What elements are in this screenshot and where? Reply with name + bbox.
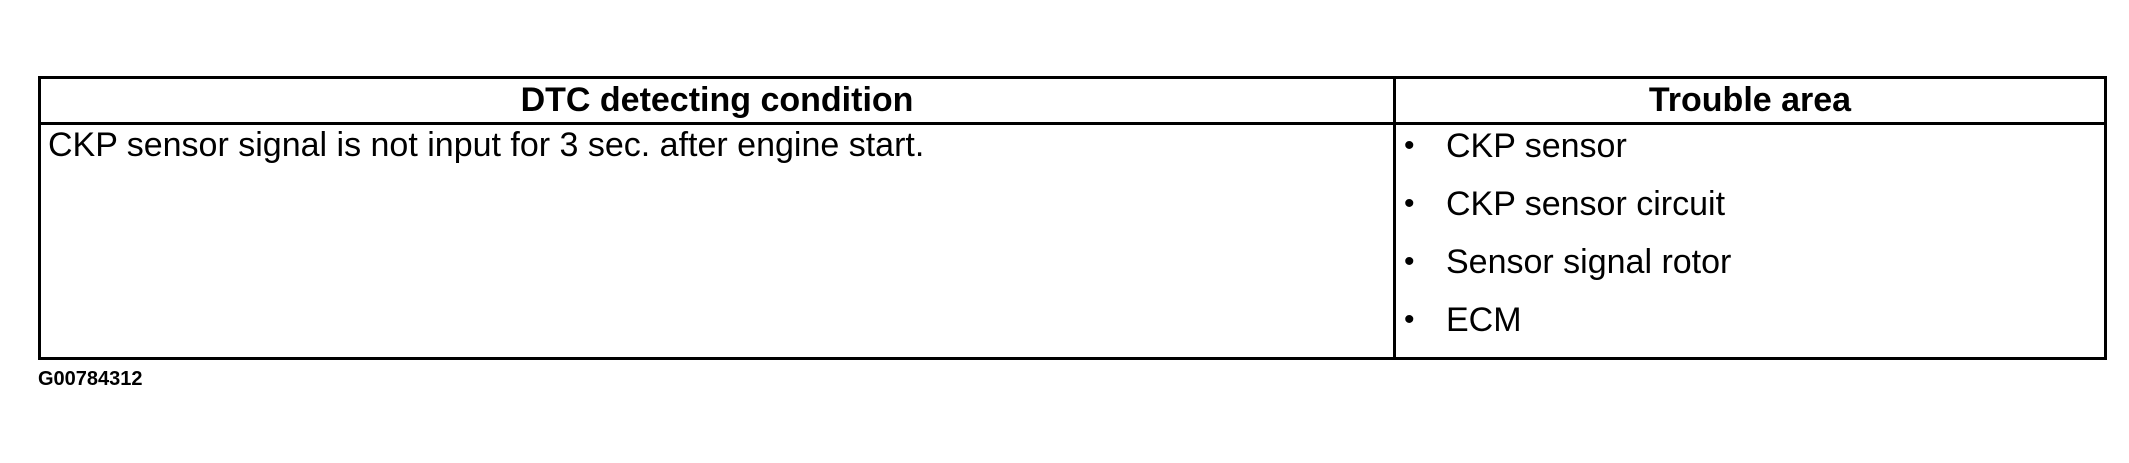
bullet-icon: • <box>1404 303 1415 336</box>
trouble-area-item: • CKP sensor <box>1396 125 2104 183</box>
trouble-area-list: • CKP sensor • CKP sensor circuit • Sens… <box>1396 125 2104 357</box>
table-row: CKP sensor signal is not input for 3 sec… <box>38 122 2107 360</box>
trouble-area-label: CKP sensor circuit <box>1446 185 1726 223</box>
trouble-area-item: • Sensor signal rotor <box>1396 241 2104 299</box>
figure-id: G00784312 <box>38 368 143 390</box>
bullet-icon: • <box>1404 187 1415 220</box>
bullet-icon: • <box>1404 129 1415 162</box>
header-dtc-detecting-condition: DTC detecting condition <box>38 76 1396 125</box>
condition-cell: CKP sensor signal is not input for 3 sec… <box>38 122 1396 360</box>
table-header-row: DTC detecting condition Trouble area <box>38 76 2107 125</box>
trouble-area-item: • ECM <box>1396 299 2104 357</box>
trouble-area-label: Sensor signal rotor <box>1446 243 1732 281</box>
bullet-icon: • <box>1404 245 1415 278</box>
trouble-area-cell: • CKP sensor • CKP sensor circuit • Sens… <box>1393 122 2107 360</box>
trouble-area-item: • CKP sensor circuit <box>1396 183 2104 241</box>
header-trouble-area: Trouble area <box>1393 76 2107 125</box>
dtc-table: DTC detecting condition Trouble area CKP… <box>38 76 2107 360</box>
trouble-area-label: CKP sensor <box>1446 127 1627 165</box>
trouble-area-label: ECM <box>1446 301 1522 339</box>
